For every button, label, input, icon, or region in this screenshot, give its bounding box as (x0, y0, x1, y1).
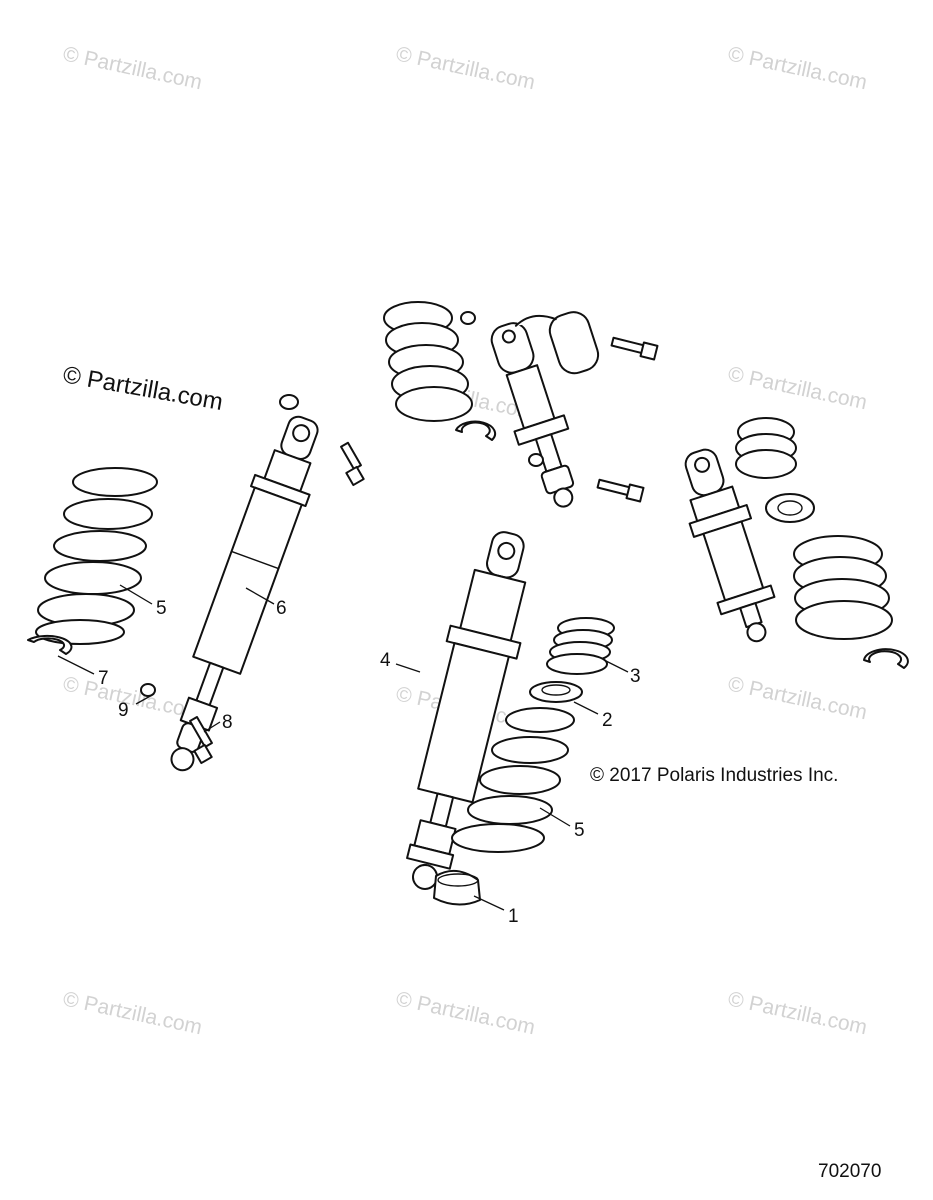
piggyback-shock-top (490, 311, 600, 508)
callout-7: 7 (98, 668, 109, 689)
watermark: © Partzilla.com (726, 362, 869, 414)
nut-mid (528, 453, 544, 467)
callout-5-left: 5 (156, 598, 167, 619)
nut-left-top (279, 394, 299, 410)
spring-right-lower (793, 535, 893, 640)
callout-2: 2 (602, 710, 613, 731)
bolt-top-lower (596, 478, 645, 503)
spring-top (383, 301, 473, 422)
callout-8: 8 (222, 712, 233, 733)
clip-top (455, 420, 497, 441)
shock-center (406, 531, 527, 890)
callout-4: 4 (380, 650, 391, 671)
spacer-right (765, 493, 815, 523)
spring-right-upper (735, 417, 797, 479)
callout-3: 3 (630, 666, 641, 687)
watermark: © Partzilla.com (726, 987, 869, 1039)
figure-number: 702070 (818, 1161, 881, 1182)
callout-6: 6 (276, 598, 287, 619)
spring-left (35, 467, 158, 645)
clip-right (863, 648, 909, 669)
callout-1: 1 (508, 906, 519, 927)
callout-5-center: 5 (574, 820, 585, 841)
leader-lines (57, 584, 629, 911)
bumper (433, 869, 481, 906)
spring-small (546, 617, 615, 675)
watermark: © Partzilla.com (61, 987, 204, 1039)
bolt-top-right (610, 336, 659, 361)
spring-spacer (529, 681, 583, 703)
nut-top (460, 311, 476, 325)
copyright-notice: © 2017 Polaris Industries Inc. (590, 765, 838, 786)
retainer-clip (27, 634, 73, 655)
callout-9: 9 (118, 700, 129, 721)
shock-left (170, 415, 319, 772)
watermark: © Partzilla.com (726, 42, 869, 94)
watermark: © Partzilla.com (726, 672, 869, 724)
watermark: © Partzilla.com (394, 987, 537, 1039)
spring-center (451, 707, 575, 853)
bolt-8 (189, 716, 213, 765)
partzilla-stamp: © Partzilla.com (61, 361, 225, 416)
watermark: © Partzilla.com (394, 42, 537, 94)
watermark: © Partzilla.com (61, 42, 204, 94)
bolt-left-top (340, 441, 365, 487)
shock-right (684, 448, 776, 643)
nut-9 (140, 683, 156, 697)
